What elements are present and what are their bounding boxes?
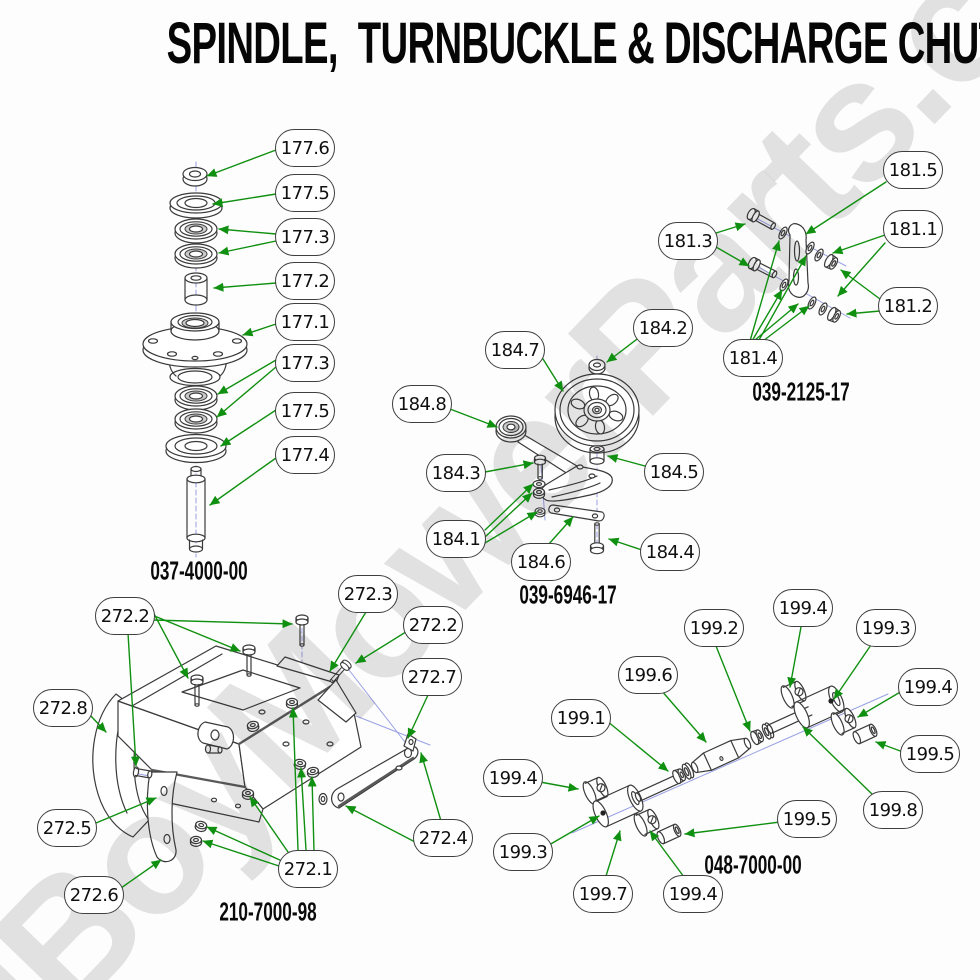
callout-184.4: 184.4 — [640, 533, 700, 571]
callout-181.3: 181.3 — [658, 222, 718, 260]
callout-184.3: 184.3 — [426, 454, 486, 492]
callout-199.6: 199.6 — [618, 656, 678, 694]
callout-177.5: 177.5 — [275, 392, 335, 430]
callout-199.5: 199.5 — [777, 800, 837, 838]
part-number-037-4000-00: 037-4000-00 — [150, 555, 248, 586]
callout-199.4: 199.4 — [663, 875, 723, 913]
callout-272.4: 272.4 — [413, 819, 473, 857]
page-title: SPINDLE, TURNBUCKLE & DISCHARGE CHUTE — [166, 11, 980, 76]
part-number-039-2125-17: 039-2125-17 — [752, 376, 850, 407]
callout-272.2: 272.2 — [403, 606, 463, 644]
callout-177.1: 177.1 — [275, 303, 335, 341]
callout-181.5: 181.5 — [883, 151, 943, 189]
callout-184.8: 184.8 — [392, 385, 452, 423]
part-number-048-7000-00: 048-7000-00 — [704, 849, 802, 880]
callout-199.2: 199.2 — [684, 609, 744, 647]
callout-272.6: 272.6 — [64, 876, 124, 914]
callout-199.7: 199.7 — [573, 875, 633, 913]
callout-199.4: 199.4 — [898, 668, 958, 706]
callout-177.3: 177.3 — [275, 218, 335, 256]
callout-272.5: 272.5 — [37, 809, 97, 847]
callout-181.4: 181.4 — [723, 339, 783, 377]
callout-184.5: 184.5 — [644, 453, 704, 491]
callout-177.5: 177.5 — [275, 174, 335, 212]
callout-272.2: 272.2 — [95, 597, 155, 635]
callout-199.4: 199.4 — [773, 589, 833, 627]
callout-184.7: 184.7 — [485, 331, 545, 369]
part-number-210-7000-98: 210-7000-98 — [219, 896, 317, 927]
callout-199.8: 199.8 — [863, 791, 923, 829]
callout-184.2: 184.2 — [633, 309, 693, 347]
callout-199.3: 199.3 — [493, 833, 553, 871]
spindle-drawing — [142, 161, 248, 558]
callout-177.3: 177.3 — [275, 344, 335, 382]
rod-drawing — [571, 678, 889, 846]
callout-184.6: 184.6 — [511, 543, 571, 581]
callout-272.8: 272.8 — [33, 689, 93, 727]
callout-199.4: 199.4 — [483, 759, 543, 797]
callout-199.3: 199.3 — [856, 609, 916, 647]
callout-181.2: 181.2 — [878, 287, 938, 325]
idler-drawing — [495, 355, 640, 555]
callout-184.1: 184.1 — [426, 520, 486, 558]
callout-199.1: 199.1 — [551, 699, 611, 737]
callout-181.1: 181.1 — [883, 210, 943, 248]
part-number-039-6946-17: 039-6946-17 — [519, 579, 617, 610]
callout-272.3: 272.3 — [338, 575, 398, 613]
callout-177.2: 177.2 — [275, 262, 335, 300]
chute-drawing — [92, 614, 431, 863]
callout-199.5: 199.5 — [900, 735, 960, 773]
callout-177.4: 177.4 — [275, 436, 335, 474]
callout-177.6: 177.6 — [275, 129, 335, 167]
callout-272.7: 272.7 — [402, 658, 462, 696]
callout-272.1: 272.1 — [278, 850, 338, 888]
